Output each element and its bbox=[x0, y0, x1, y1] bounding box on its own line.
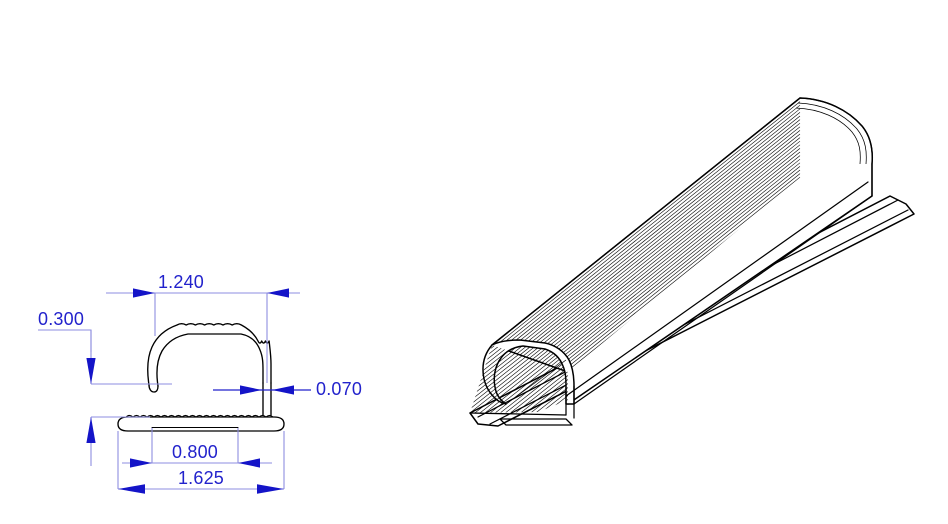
profile-geometry bbox=[117, 323, 285, 432]
dim-0800-text: 0.800 bbox=[172, 442, 218, 462]
dim-1625-arrow-right bbox=[257, 484, 284, 494]
iso-far-end-crown bbox=[799, 97, 873, 165]
dim-1240-arrow-left bbox=[133, 288, 155, 298]
cross-section-view: 1.240 0.300 bbox=[38, 272, 362, 494]
iso-bulb-lower-edge bbox=[573, 195, 873, 405]
isometric-view bbox=[469, 97, 915, 427]
hook-tip bbox=[148, 384, 159, 393]
dim-0300-arrow-top bbox=[86, 358, 96, 384]
dimension-1625: 1.625 bbox=[117, 431, 285, 494]
dim-0300-arrow-bottom bbox=[86, 417, 96, 443]
iso-crown-echo-1 bbox=[797, 102, 867, 165]
dim-1625-text: 1.625 bbox=[178, 468, 224, 488]
hook-inner-surface bbox=[156, 333, 264, 387]
dim-0070-arrow-right bbox=[272, 385, 294, 395]
hook-outer-surface bbox=[147, 323, 272, 386]
dim-1240-arrow-right bbox=[267, 288, 289, 298]
dim-0070-text: 0.070 bbox=[316, 379, 362, 399]
dimension-1240: 1.240 bbox=[106, 272, 300, 383]
iso-near-hook-profile bbox=[482, 339, 575, 405]
dimension-0070: 0.070 bbox=[213, 379, 362, 399]
dim-0800-arrow-left bbox=[130, 458, 152, 468]
iso-base-ledge bbox=[499, 418, 573, 426]
iso-near-bottom-edge bbox=[469, 412, 567, 416]
dim-1240-text: 1.240 bbox=[158, 272, 204, 292]
dim-0300-text: 0.300 bbox=[38, 309, 84, 329]
iso-bulb-lower-edge-2 bbox=[565, 181, 869, 397]
iso-cavity-crease bbox=[505, 359, 567, 405]
dimension-0800: 0.800 bbox=[122, 428, 272, 468]
dim-0800-arrow-right bbox=[238, 458, 260, 468]
base-flange-outline bbox=[117, 416, 285, 432]
iso-bulb-top-edge bbox=[491, 97, 801, 346]
iso-crown-echo-2 bbox=[795, 107, 861, 165]
base-serration bbox=[125, 414, 274, 418]
dim-0070-arrow-left bbox=[240, 385, 262, 395]
dimension-0300: 0.300 bbox=[38, 309, 172, 466]
dim-1625-arrow-left bbox=[118, 484, 145, 494]
